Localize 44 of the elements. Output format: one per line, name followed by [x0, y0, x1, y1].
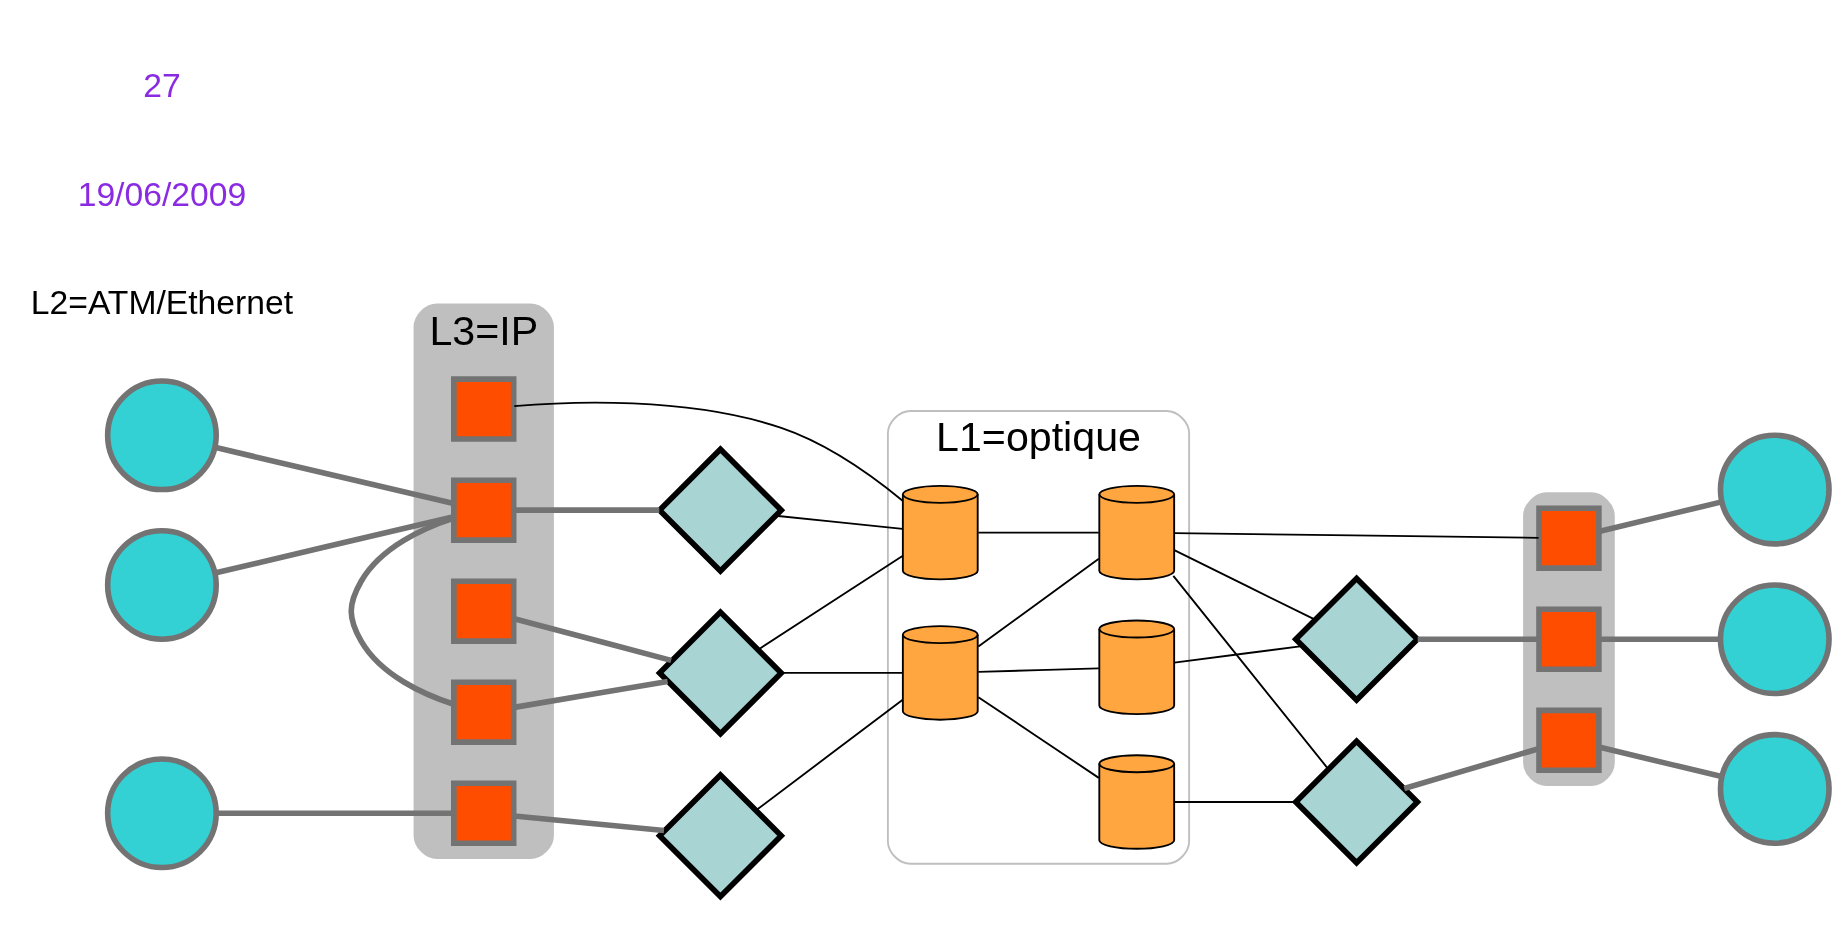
node-box	[451, 578, 517, 644]
node-circle	[104, 527, 219, 643]
connector	[1598, 499, 1723, 535]
connector	[755, 698, 904, 812]
node-box	[451, 376, 517, 442]
node-diamond	[655, 770, 786, 901]
connector	[1172, 574, 1330, 770]
connector	[977, 557, 1100, 648]
node-box	[1536, 606, 1602, 672]
cluster: L3=IP	[413, 303, 554, 860]
connector	[513, 678, 669, 711]
cluster: L1=optique	[886, 410, 1191, 865]
node-box	[1536, 707, 1602, 774]
label: L2=ATM/Ethernet	[30, 284, 294, 322]
connector	[977, 531, 1100, 534]
node-circle	[1717, 731, 1832, 846]
node-box	[451, 477, 517, 543]
connector	[513, 401, 904, 502]
connector	[1417, 636, 1539, 643]
node-circle	[104, 756, 219, 871]
cluster	[1523, 492, 1615, 787]
label: 19/06/2009	[77, 175, 247, 213]
connector	[1173, 532, 1540, 539]
node-diamond	[655, 608, 786, 738]
connector	[514, 507, 660, 513]
connector	[977, 696, 1100, 779]
node-circle	[1717, 432, 1832, 547]
connector	[1173, 549, 1316, 621]
label: 27	[143, 67, 181, 105]
connector	[977, 667, 1100, 673]
node-box	[451, 780, 517, 846]
node-box	[451, 679, 517, 745]
node-circle	[104, 378, 219, 493]
connector	[216, 810, 454, 817]
connector	[1173, 645, 1303, 664]
connector	[1598, 744, 1723, 780]
connector	[757, 554, 904, 651]
connector	[513, 616, 672, 664]
node-diamond	[1291, 737, 1422, 867]
connector	[1403, 746, 1540, 792]
connector	[513, 813, 665, 834]
node-circle	[1717, 582, 1832, 697]
node-box	[1536, 505, 1602, 571]
connector	[1598, 636, 1721, 643]
